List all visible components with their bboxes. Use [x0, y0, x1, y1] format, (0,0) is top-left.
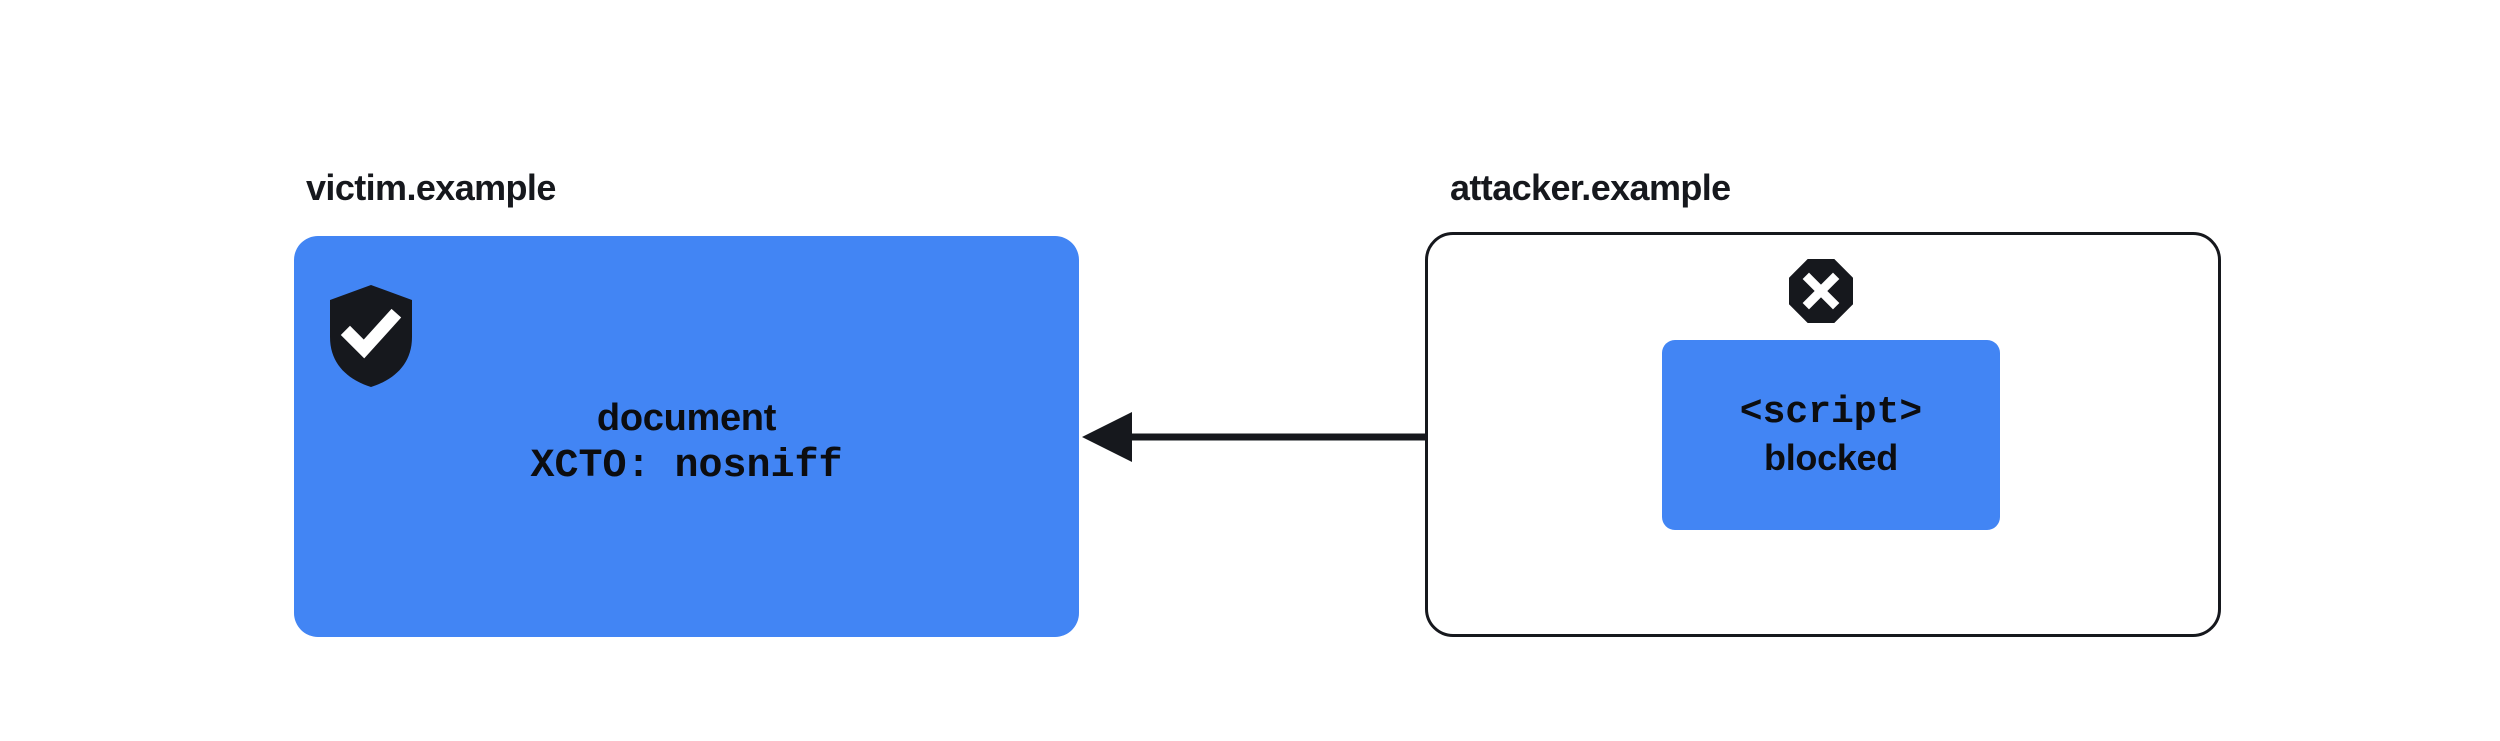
victim-document-card: document XCTO: nosniff [294, 236, 1079, 637]
shield-check-icon [330, 285, 412, 387]
attacker-origin-label: attacker.example [1450, 167, 1731, 208]
blocked-request-arrow [1075, 405, 1670, 469]
octagon-x-icon [1789, 259, 1853, 323]
script-tag-label: <script> [1739, 391, 1923, 435]
victim-card-text: document XCTO: nosniff [294, 236, 1079, 637]
blocked-script-block: <script> blocked [1662, 340, 2000, 530]
victim-header-label: XCTO: nosniff [530, 444, 843, 490]
script-status-label: blocked [1764, 437, 1898, 479]
victim-resource-label: document [596, 396, 777, 439]
victim-origin-label: victim.example [306, 167, 556, 208]
